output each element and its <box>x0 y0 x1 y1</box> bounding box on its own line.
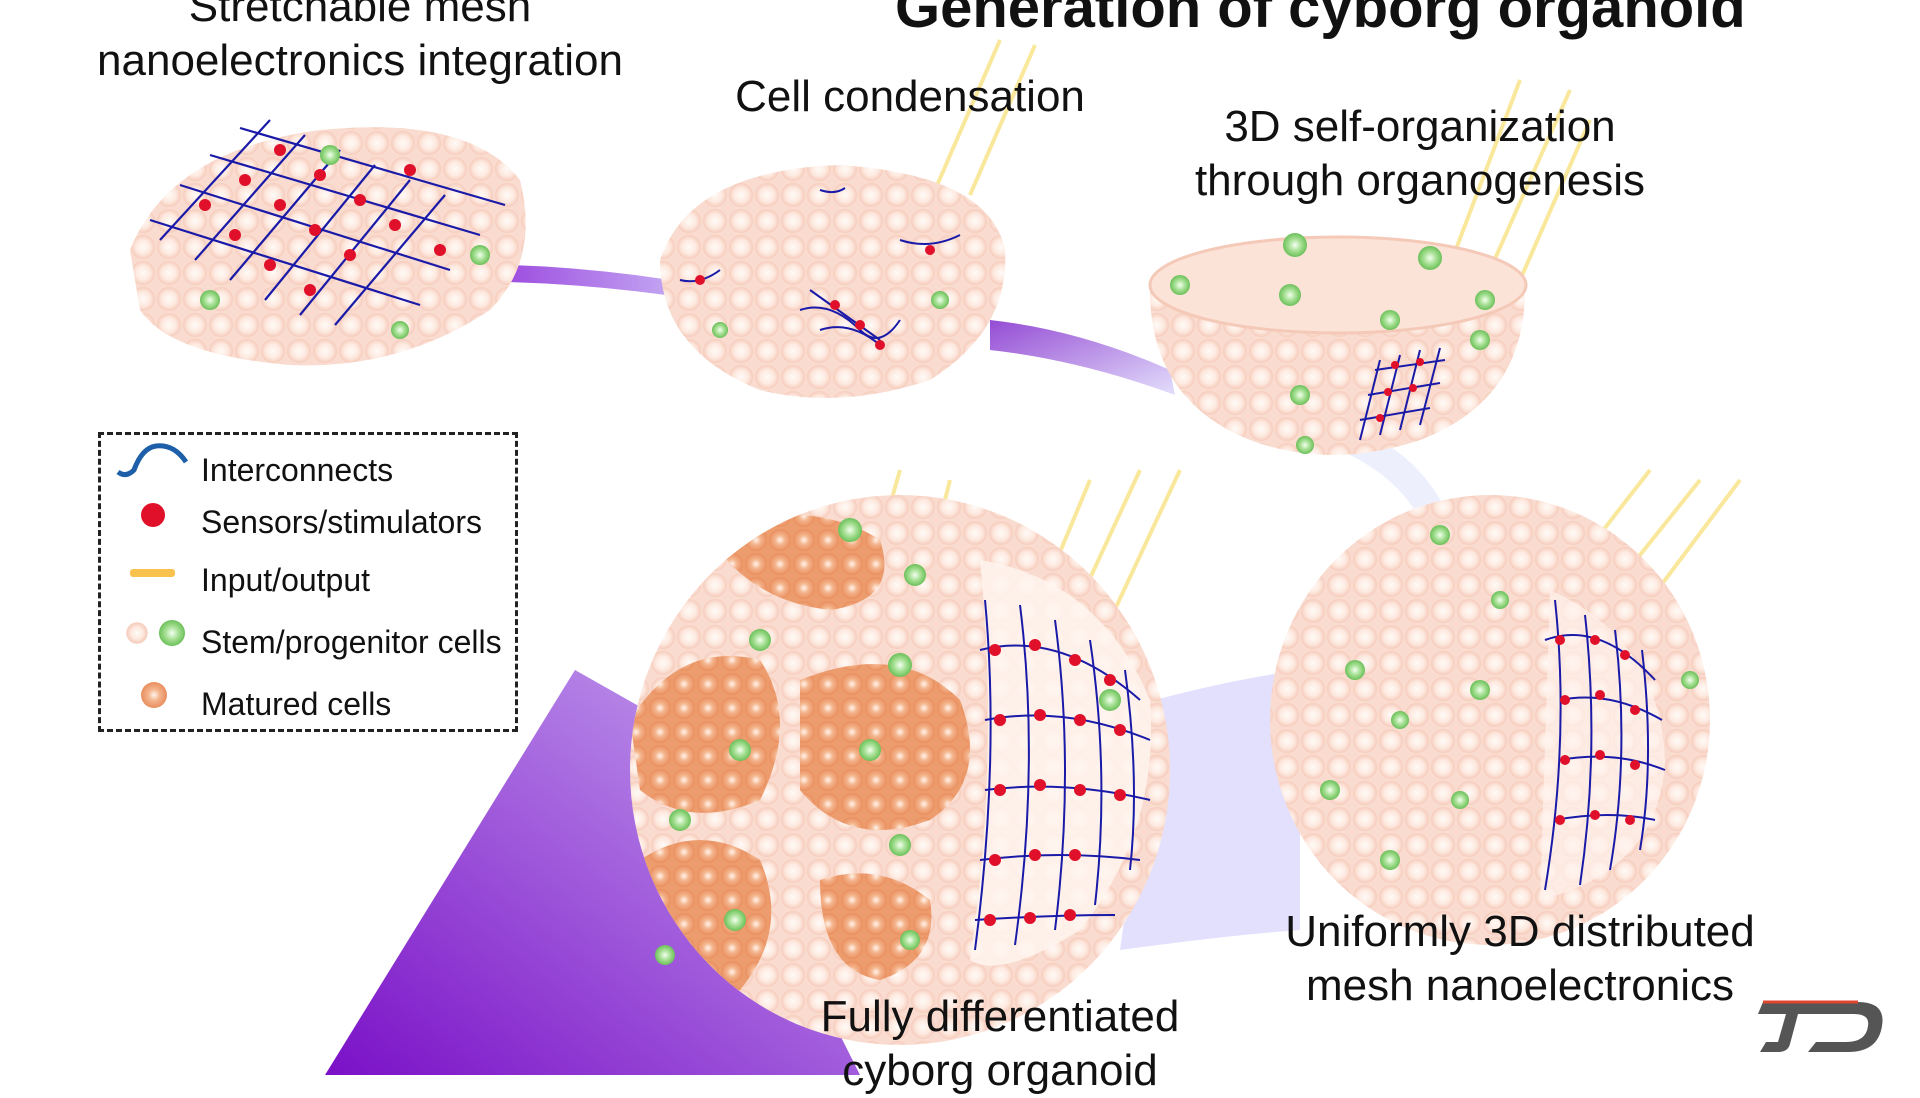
legend-item-io: Input/output <box>101 555 515 605</box>
label-distributed-mesh: Uniformly 3D distributed mesh nanoelectr… <box>1270 905 1770 1013</box>
red-dot-icon <box>141 503 165 527</box>
stage-bowl <box>1148 233 1528 455</box>
logo-icon <box>1758 1000 1883 1052</box>
label-cell-condensation-line1: Cell condensation <box>735 72 1085 121</box>
legend-label: Interconnects <box>201 452 394 488</box>
legend-label: Matured cells <box>201 686 392 722</box>
wave-line-icon <box>116 443 189 478</box>
flow-arrow-3 <box>1350 440 1450 520</box>
flow-arrow-2 <box>990 320 1175 395</box>
label-cyborg-organoid-line2: cyborg organoid <box>842 1046 1158 1095</box>
label-self-organization-line2: through organogenesis <box>1194 156 1646 205</box>
label-cell-condensation: Cell condensation <box>700 70 1120 124</box>
progenitor-cell-icon <box>159 620 185 646</box>
legend-label: Stem/progenitor cells <box>201 624 502 660</box>
stage-cell-condensation <box>660 165 1006 398</box>
label-self-organization-line1: 3D self-organization <box>1224 102 1616 151</box>
label-self-organization: 3D self-organization through organogenes… <box>1180 100 1660 208</box>
matured-cell-icon <box>141 682 167 708</box>
stage-distributed-sphere <box>1270 495 1710 945</box>
label-mesh-integration: Stretchable mesh nanoelectronics integra… <box>90 0 630 88</box>
label-cyborg-organoid-line1: Fully differentiated <box>820 992 1180 1041</box>
legend-item-stem-cells: Stem/progenitor cells <box>101 617 515 667</box>
legend-symbols <box>116 443 189 708</box>
stage-cyborg-organoid <box>630 495 1170 1045</box>
legend-item-interconnects: Interconnects <box>101 445 515 495</box>
yellow-bar-icon <box>130 569 175 577</box>
label-cyborg-organoid: Fully differentiated cyborg organoid <box>800 990 1200 1098</box>
diagram-title: Generation of cyborg organoid <box>895 0 1746 40</box>
legend-box: Interconnects Sensors/stimulators Input/… <box>98 432 518 732</box>
label-distributed-mesh-line1: Uniformly 3D distributed <box>1285 907 1755 956</box>
label-mesh-integration-line1: Stretchable mesh <box>188 0 532 31</box>
legend-label: Input/output <box>201 562 371 598</box>
stage-mesh-sheet <box>130 119 526 366</box>
label-distributed-mesh-line2: mesh nanoelectronics <box>1305 961 1734 1010</box>
legend-item-matured-cells: Matured cells <box>101 679 515 729</box>
legend-label: Sensors/stimulators <box>201 504 482 540</box>
label-mesh-integration-line2: nanoelectronics integration <box>97 36 623 85</box>
stem-cell-icon <box>126 622 148 644</box>
legend-item-sensors: Sensors/stimulators <box>101 497 515 547</box>
